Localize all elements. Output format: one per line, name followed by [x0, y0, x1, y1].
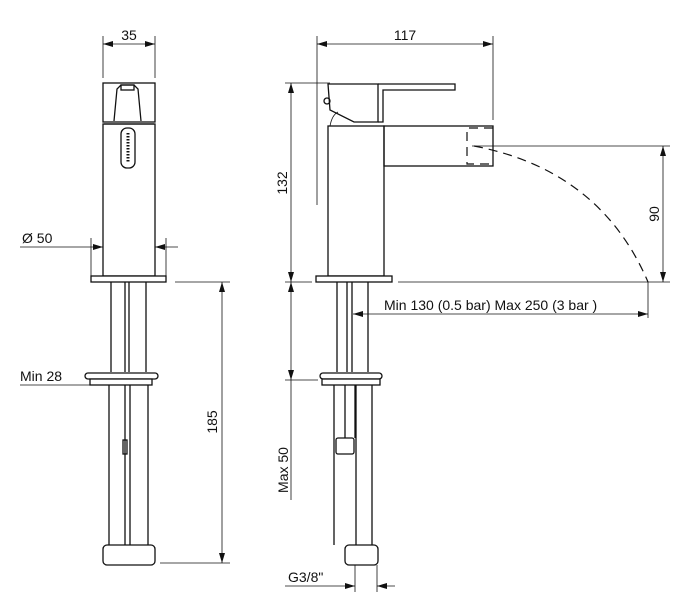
front-view: 35 Ø 50 Min 28	[20, 27, 230, 566]
connector-nut	[335, 437, 355, 455]
handle-side	[327, 83, 379, 123]
fixing-washer-side	[319, 372, 383, 380]
dimension-185: 185	[204, 410, 220, 434]
body-side	[327, 125, 385, 277]
dimension-max-50: Max 50	[275, 447, 291, 493]
aerator-icon	[120, 127, 136, 169]
hose-nut-front	[102, 544, 156, 566]
dimension-projection: Min 130 (0.5 bar) Max 250 (3 bar )	[384, 297, 597, 313]
hose-nut-side	[344, 544, 379, 566]
handle-front	[102, 82, 156, 123]
dimension-min-28: Min 28	[20, 368, 62, 384]
base-plate-side	[315, 275, 393, 283]
dimension-90: 90	[646, 206, 662, 222]
body-front	[102, 123, 156, 277]
side-view: 117 132 90 Min 130 (0.5 bar) Max 250 (3 …	[274, 27, 670, 592]
base-plate-front	[90, 275, 167, 283]
dimension-35: 35	[121, 27, 137, 43]
water-jet-arc	[473, 145, 649, 283]
dimension-diameter-50: Ø 50	[22, 230, 53, 246]
dimension-132: 132	[274, 171, 290, 195]
dimension-117: 117	[394, 27, 417, 43]
dimension-thread: G3/8"	[288, 569, 323, 585]
fixing-washer-front	[84, 372, 159, 380]
